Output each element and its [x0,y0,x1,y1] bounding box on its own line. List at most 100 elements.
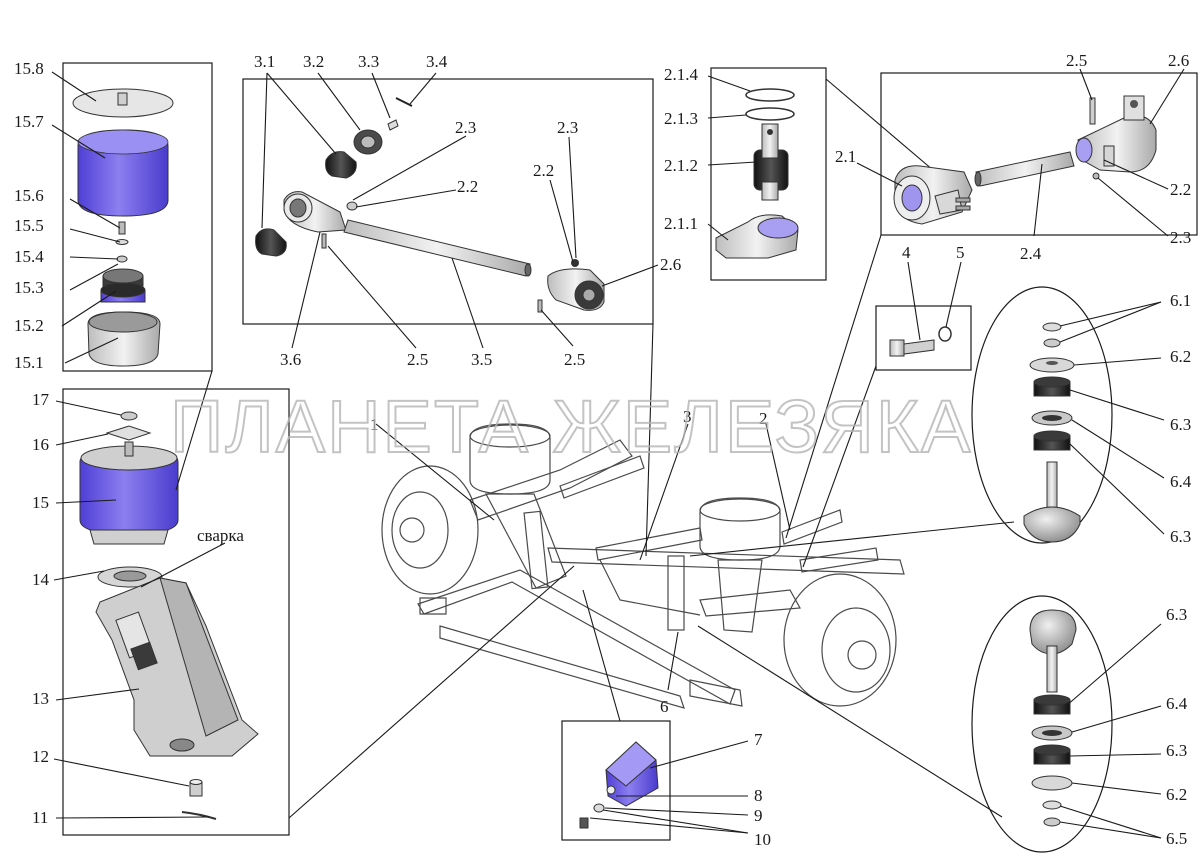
panel-15-labels: 15.8 15.7 15.6 15.5 15.4 15.3 15.2 15.1 [14,59,44,372]
rod-2-parts [893,95,1157,225]
panel-air-spring-exploded [62,62,213,372]
panel-bracket-leaders [53,400,226,819]
part-3-5-tube [343,219,531,277]
air-spring-left [469,423,551,495]
part-11-weld-bead [181,811,217,820]
label-3: 3 [683,407,692,426]
panel-bolt-4-5 [875,305,972,371]
label-2-6-a: 2.6 [660,255,681,274]
label-1: 1 [370,415,379,434]
oval-upper-leaders [1059,301,1165,535]
label-3-4: 3.4 [426,52,448,71]
part-15-4-nut [116,255,128,263]
part-5-washer [938,326,952,342]
part-8-washer [606,785,616,795]
part-2-4-tube [975,151,1075,187]
label-6-4-a: 6.4 [1170,472,1192,491]
label-15-3: 15.3 [14,278,44,297]
part-6-shock-rod-top [1046,461,1058,509]
part-6-1-nut-a [1042,322,1062,332]
label-2-5-a: 2.5 [407,350,428,369]
bracket-assembly-parts [79,411,259,820]
shock-upper-mount-parts [1023,322,1081,543]
label-17: 17 [32,390,50,409]
shock-absorber-right [667,555,685,631]
label-15-8: 15.8 [14,59,44,78]
label-2-1-4: 2.1.4 [664,65,699,84]
part-2-5-bolt-b [321,233,327,249]
label-6-2-a: 6.2 [1170,347,1191,366]
axle-right-hub [783,573,897,707]
callout-shock-lower-mount [971,595,1113,853]
label-16: 16 [32,435,49,454]
label-2-2-a: 2.2 [457,177,478,196]
label-2-2-c: 2.2 [1170,180,1191,199]
shock-absorber-left [523,510,549,590]
panel-4-5-leaders [907,261,962,341]
label-15-5: 15.5 [14,216,44,235]
part-17-nut [120,411,138,421]
label-7: 7 [754,730,763,749]
label-6-3-c: 6.3 [1166,605,1187,624]
part-2-5-bolt-c [1089,97,1096,125]
main-leaders [175,234,1015,819]
label-6-1: 6.1 [1170,291,1191,310]
panel-reaction-rod-2 [880,72,1198,236]
label-2-1-2: 2.1.2 [664,156,698,175]
panel-3-leaders [261,72,659,349]
label-13: 13 [32,689,49,708]
part-2-1-3-ring [745,107,795,121]
label-3-3: 3.3 [358,52,379,71]
bolt-4-5-parts [889,326,952,357]
label-2-4: 2.4 [1020,244,1042,263]
label-15-7: 15.7 [14,112,44,131]
watermark: ПЛАНЕТА ЖЕЛЕЗЯКА [170,385,972,468]
bump-stop-parts [579,741,659,829]
panel-2-1-labels: 2.1.4 2.1.3 2.1.2 2.1.1 [664,65,699,233]
label-2-3-a: 2.3 [455,118,476,137]
label-8: 8 [754,786,763,805]
label-4: 4 [902,243,911,262]
chassis-rail-front [417,569,736,705]
air-spring-right [699,497,781,561]
panel-2-1-leaders [707,75,941,241]
part-10-bolt [579,817,589,829]
part-6-1-nut-b [1043,338,1061,348]
oval-lower-leaders [1059,623,1162,839]
part-16-plate [105,425,152,441]
label-6: 6 [660,697,669,716]
part-6-shock-rod-bottom [1046,645,1058,693]
label-9: 9 [754,806,763,825]
label-2-5-b: 2.5 [564,350,585,369]
panel-7-10-labels: 7 8 9 10 [754,730,771,849]
label-15-1: 15.1 [14,353,44,372]
label-3-2: 3.2 [303,52,324,71]
part-6-5-nut-a [1042,800,1062,810]
label-6-3-a: 6.3 [1170,415,1191,434]
part-2-1-4-ring [745,88,795,102]
label-2-3-c: 2.3 [1170,228,1191,247]
part-3-3-clip [387,119,399,131]
label-2: 2 [759,409,768,428]
label-6-2-b: 6.2 [1166,785,1187,804]
panel-2-labels: 2.1 2.5 2.6 2.2 2.3 2.4 [835,51,1191,263]
chassis-rail-rear [547,547,905,575]
part-2-5-bolt-a [537,299,543,313]
label-6-5: 6.5 [1166,829,1187,848]
rod-3-parts [255,97,605,313]
part-4-bolt [889,339,905,357]
part-3-4-pin [395,97,413,107]
label-6-3-d: 6.3 [1166,741,1187,760]
part-15-8-stud [117,92,128,106]
label-2-1-3: 2.1.3 [664,109,698,128]
part-15-5-washer [115,239,129,245]
panel-15-leaders [51,71,121,364]
label-15-2: 15.2 [14,316,44,335]
part-3-1-bushing-left [255,228,287,257]
label-11: 11 [32,808,48,827]
main-suspension-assembly [381,423,905,709]
panel-bracket-assembly [62,388,290,836]
axle-left-hub [381,465,479,595]
part-6-2-washer-b [1031,775,1073,791]
